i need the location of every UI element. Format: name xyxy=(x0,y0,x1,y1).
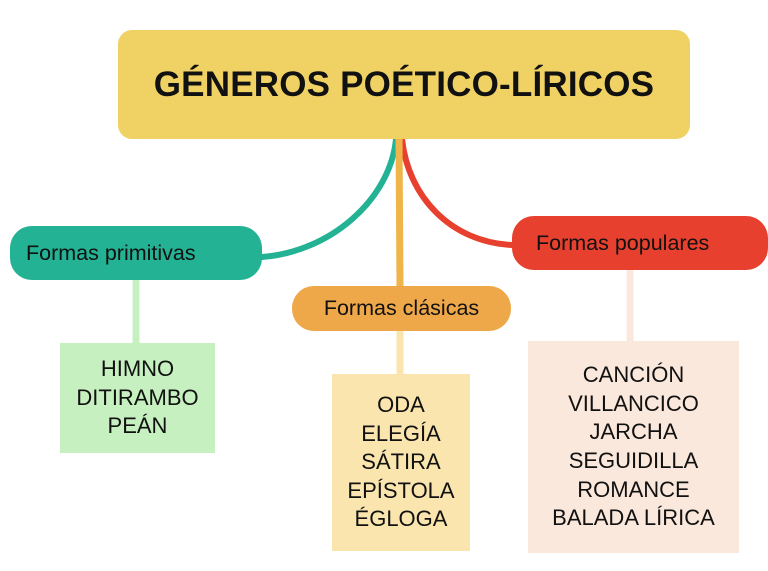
list-item: EPÍSTOLA xyxy=(347,477,455,503)
branch-node-formas-primitivas[interactable]: Formas primitivas xyxy=(10,226,262,280)
list-item: ÉGLOGA xyxy=(354,506,448,532)
leaf-list-formas-primitivas: HIMNO DITIRAMBO PEÁN xyxy=(60,343,215,453)
list-item: ODA xyxy=(377,392,425,418)
leaf-list-formas-clasicas: ODA ELEGÍA SÁTIRA EPÍSTOLA ÉGLOGA xyxy=(332,374,470,551)
list-item: BALADA LÍRICA xyxy=(552,505,715,531)
list-item: VILLANCICO xyxy=(568,390,699,416)
list-item: PEÁN xyxy=(107,413,168,439)
branch-node-formas-populares[interactable]: Formas populares xyxy=(512,216,768,270)
list-item: SÁTIRA xyxy=(361,449,441,475)
branch-node-formas-clasicas[interactable]: Formas clásicas xyxy=(292,286,511,331)
root-node-generos-poetico-liricos[interactable]: GÉNEROS POÉTICO-LÍRICOS xyxy=(118,30,690,139)
list-item: ROMANCE xyxy=(577,476,690,502)
list-item: JARCHA xyxy=(589,419,678,445)
root-node-label: GÉNEROS POÉTICO-LÍRICOS xyxy=(153,64,655,104)
branch-node-label: Formas primitivas xyxy=(26,240,196,265)
leaf-list-formas-populares: CANCIÓN VILLANCICO JARCHA SEGUIDILLA ROM… xyxy=(528,341,739,553)
list-item: ELEGÍA xyxy=(361,420,441,446)
list-item: HIMNO xyxy=(100,356,175,382)
list-item: DITIRAMBO xyxy=(76,384,199,410)
list-item: CANCIÓN xyxy=(582,362,685,388)
list-item: SEGUIDILLA xyxy=(568,448,699,473)
branch-node-label: Formas clásicas xyxy=(323,296,480,320)
connector-root-to-clasicas xyxy=(395,137,404,289)
connector-root-to-populares xyxy=(399,136,515,248)
branch-node-label: Formas populares xyxy=(536,230,710,255)
connector-root-to-primitivas xyxy=(259,136,399,260)
